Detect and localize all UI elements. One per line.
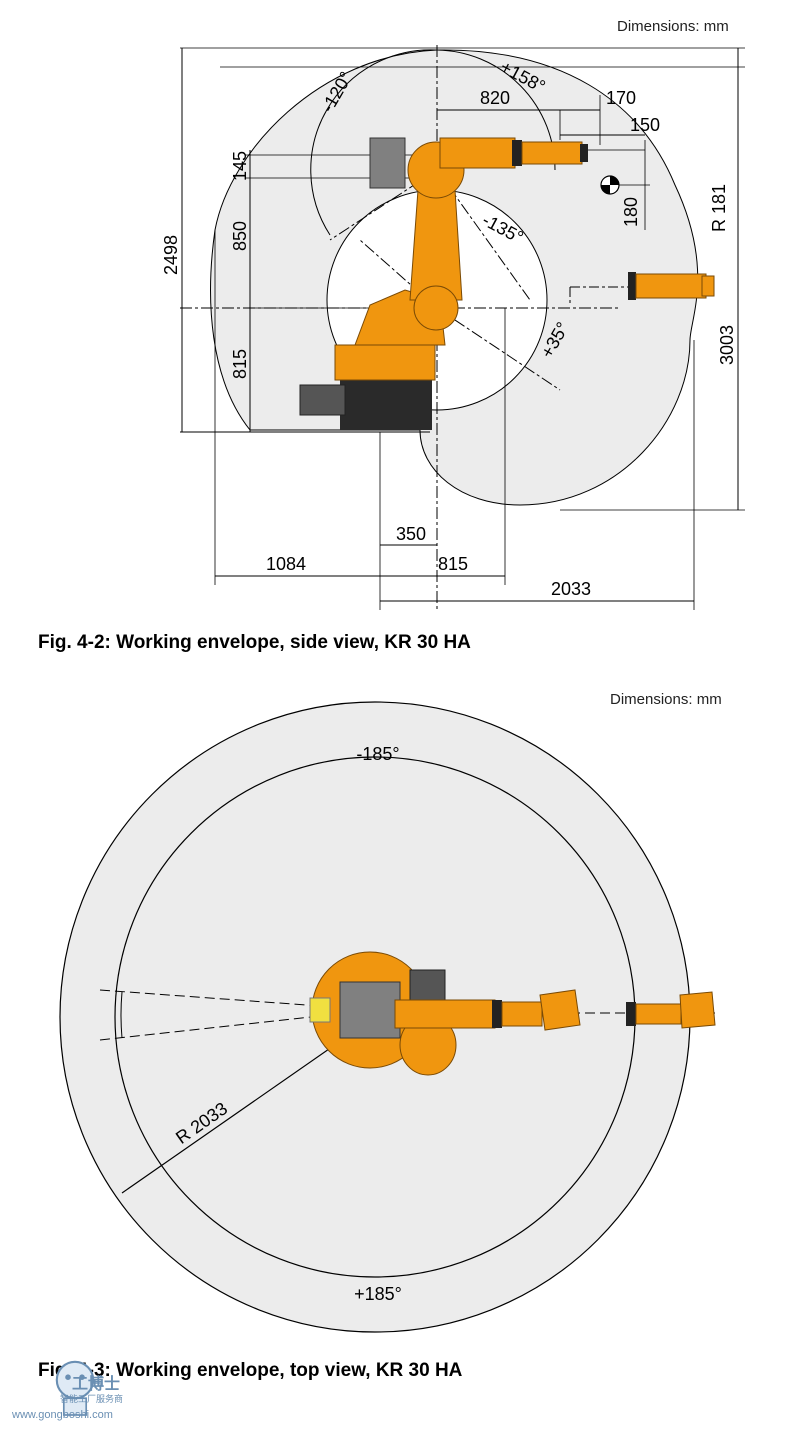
dim-label-815-vertical: 815 bbox=[230, 349, 250, 379]
top-robot-extended-wrist bbox=[635, 1003, 682, 1025]
dim-label-815-horizontal: 815 bbox=[438, 554, 468, 574]
dim-label-850: 850 bbox=[230, 221, 250, 251]
side-robot-forearm bbox=[439, 137, 516, 169]
dim-label-180: 180 bbox=[621, 197, 641, 227]
dim-label-820: 820 bbox=[480, 88, 510, 108]
dim-label-150: 150 bbox=[630, 115, 660, 135]
dim-label-3003: 3003 bbox=[717, 325, 737, 365]
dim-label-2498: 2498 bbox=[161, 235, 181, 275]
dim-label-170: 170 bbox=[606, 88, 636, 108]
figure-caption-top-view: Fig. 4-3: Working envelope, top view, KR… bbox=[38, 1360, 463, 1381]
side-view-diagram: 2498 145 850 815 820 170 150 180 R 181 3… bbox=[161, 45, 745, 610]
side-robot-motors bbox=[369, 137, 406, 189]
watermark-brand: 工博士 bbox=[72, 1376, 121, 1393]
angle-label-minus-185: -185° bbox=[356, 744, 399, 764]
dim-label-350: 350 bbox=[396, 524, 426, 544]
dim-label-145: 145 bbox=[230, 151, 250, 181]
dim-label-r181: R 181 bbox=[709, 184, 729, 232]
watermark-slogan: 智能工厂服务商 bbox=[60, 1394, 124, 1404]
dimensions-unit-note: Dimensions: mm bbox=[617, 18, 729, 35]
watermark-logo-icon bbox=[55, 1360, 95, 1416]
side-robot-link-arm bbox=[409, 189, 463, 301]
top-view-diagram: -185° +185° R 2033 bbox=[59, 701, 720, 1333]
dim-label-2033: 2033 bbox=[551, 579, 591, 599]
dim-label-1084: 1084 bbox=[266, 554, 306, 574]
angle-label-plus-185: +185° bbox=[354, 1284, 402, 1304]
figure-caption-side-view: Fig. 4-2: Working envelope, side view, K… bbox=[38, 632, 471, 653]
dimensions-unit-note-top: Dimensions: mm bbox=[610, 691, 722, 708]
watermark-url: www.gongboshi.com bbox=[12, 1409, 113, 1421]
top-robot-arm bbox=[394, 999, 496, 1029]
side-robot-base bbox=[340, 378, 432, 430]
side-robot-extended-wrist bbox=[628, 272, 636, 300]
